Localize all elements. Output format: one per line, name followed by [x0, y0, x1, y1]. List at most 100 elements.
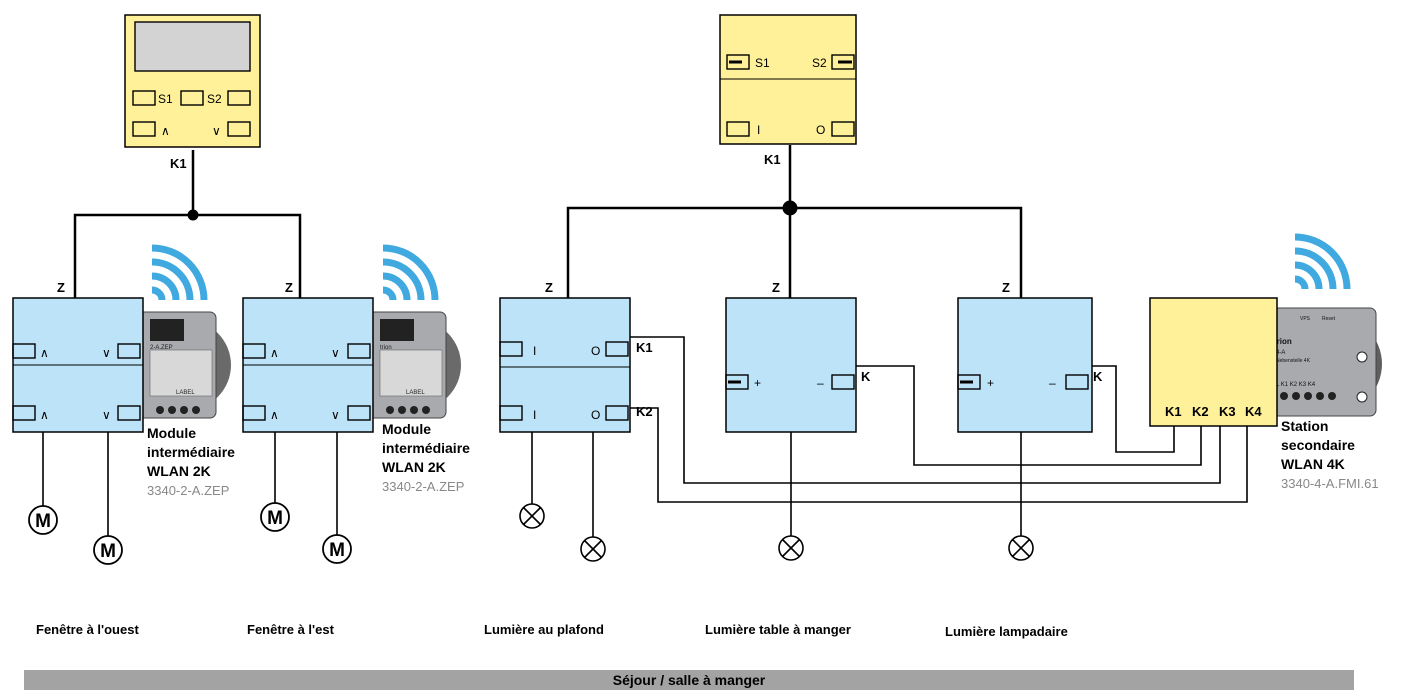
display-screen [134, 21, 251, 72]
lamp-icon [778, 535, 804, 561]
caption-table-light: Lumière table à manger [705, 622, 851, 637]
s2-label: S2 [812, 56, 827, 70]
device-photo-zep: trion LABEL [365, 311, 461, 419]
z-label: Z [772, 280, 780, 295]
s1-label: S1 [755, 56, 770, 70]
key-up[interactable] [132, 121, 156, 137]
up-arrow-icon: ∧ [161, 124, 170, 138]
wifi-icon [1295, 237, 1347, 289]
z-label: Z [285, 280, 293, 295]
key-up[interactable] [242, 343, 266, 359]
key-on[interactable] [726, 121, 750, 137]
k4-terminal: K4 [1245, 404, 1262, 419]
captions: Fenêtre à l'ouest Fenêtre à l'est Lumièr… [36, 622, 1068, 639]
down-arrow-icon: ∨ [102, 408, 111, 422]
key-down-2[interactable] [347, 405, 371, 421]
svg-text:–: – [817, 376, 824, 390]
on-label: I [757, 123, 760, 137]
svg-text:O: O [591, 408, 600, 422]
key-on-2[interactable] [499, 405, 523, 421]
module-title: Module [147, 425, 196, 441]
switch-module-ceiling: Z I O K1 I O K2 [499, 280, 653, 562]
key-plus[interactable] [725, 374, 749, 390]
svg-text:Nebenstelle 4K: Nebenstelle 4K [1276, 358, 1311, 364]
up-arrow-icon: ∧ [270, 408, 279, 422]
device-photo-zep: 2-A.ZEP LABEL [135, 311, 231, 419]
key-minus[interactable] [831, 374, 855, 390]
up-arrow-icon: ∧ [40, 408, 49, 422]
k-label: K [1093, 369, 1103, 384]
svg-text:–: – [1049, 376, 1056, 390]
svg-text:WLAN 4K: WLAN 4K [1281, 456, 1345, 472]
key-off-2[interactable] [605, 405, 629, 421]
z-label: Z [57, 280, 65, 295]
svg-text:intermédiaire: intermédiaire [147, 444, 235, 460]
key-plus[interactable] [957, 374, 981, 390]
k2-terminal: K2 [1192, 404, 1209, 419]
svg-text:M: M [329, 540, 345, 561]
key-down[interactable] [347, 343, 371, 359]
lamp-icon [519, 503, 545, 529]
s1-label: S1 [158, 92, 173, 106]
svg-text:4-A: 4-A [1276, 350, 1285, 356]
svg-text:intermédiaire: intermédiaire [382, 440, 470, 456]
wifi-icon [383, 248, 435, 300]
svg-text:LABEL: LABEL [406, 390, 425, 396]
k1-label: K1 [170, 156, 187, 171]
lamp-icon [1008, 535, 1034, 561]
k1-label: K1 [764, 152, 781, 167]
svg-text:secondaire: secondaire [1281, 437, 1355, 453]
key-down[interactable] [117, 343, 141, 359]
up-arrow-icon: ∧ [270, 346, 279, 360]
caption-floor-lamp: Lumière lampadaire [945, 624, 1068, 639]
svg-text:trion: trion [380, 345, 392, 351]
module-ref: 3340-2-A.ZEP [147, 483, 229, 498]
off-label: O [816, 123, 825, 137]
key-up[interactable] [12, 343, 36, 359]
caption-west-window: Fenêtre à l'ouest [36, 622, 139, 637]
svg-text:WLAN 2K: WLAN 2K [147, 463, 211, 479]
key-off[interactable] [831, 121, 855, 137]
svg-text:LABEL: LABEL [176, 390, 195, 396]
key-down-2[interactable] [117, 405, 141, 421]
k-label: K [861, 369, 871, 384]
svg-text:M: M [100, 541, 116, 562]
svg-text:2-A.ZEP: 2-A.ZEP [150, 345, 173, 351]
down-arrow-icon: ∨ [331, 408, 340, 422]
key-off[interactable] [605, 341, 629, 357]
k1-label: K1 [636, 340, 653, 355]
key-up-2[interactable] [242, 405, 266, 421]
key-center[interactable] [180, 90, 204, 106]
svg-text:Reset: Reset [1322, 316, 1336, 322]
device-photo-fmi: trion 4-A Nebenstelle 4K VPS Reset L K1 … [1271, 307, 1382, 417]
key-minus[interactable] [1065, 374, 1089, 390]
module-ref: 3340-4-A.FMI.61 [1281, 476, 1379, 491]
key-s2[interactable] [227, 90, 251, 106]
shutter-module-east: Z trion LABEL ∧ ∨ ∧ ∨ M M Module intermé… [242, 248, 470, 564]
keypad-k1-left: S1 S2 ∧ ∨ K1 [124, 14, 261, 171]
wifi-icon [152, 248, 204, 300]
module-title: Station [1281, 418, 1328, 434]
shutter-module-west: Z 2-A.ZEP LABEL ∧ ∨ ∧ ∨ M M Module inter… [12, 248, 235, 565]
key-down[interactable] [227, 121, 251, 137]
svg-text:O: O [591, 344, 600, 358]
key-s1[interactable] [132, 90, 156, 106]
caption-east-window: Fenêtre à l'est [247, 622, 335, 637]
down-arrow-icon: ∨ [331, 346, 340, 360]
key-s2[interactable] [831, 54, 855, 70]
key-up-2[interactable] [12, 405, 36, 421]
room-title-bar: Séjour / salle à manger [24, 670, 1354, 690]
keypad-k1-right: S1 S2 I O K1 [719, 14, 857, 167]
up-arrow-icon: ∧ [40, 346, 49, 360]
junction-dot-right [782, 200, 798, 216]
bus-wiring [73, 145, 1023, 298]
key-on[interactable] [499, 341, 523, 357]
k2-label: K2 [636, 404, 653, 419]
down-arrow-icon: ∨ [102, 346, 111, 360]
svg-text:M: M [35, 511, 51, 532]
down-arrow-icon: ∨ [212, 124, 221, 138]
secondary-station: trion 4-A Nebenstelle 4K VPS Reset L K1 … [1149, 237, 1382, 491]
svg-text:+: + [987, 376, 994, 390]
key-s1[interactable] [726, 54, 750, 70]
